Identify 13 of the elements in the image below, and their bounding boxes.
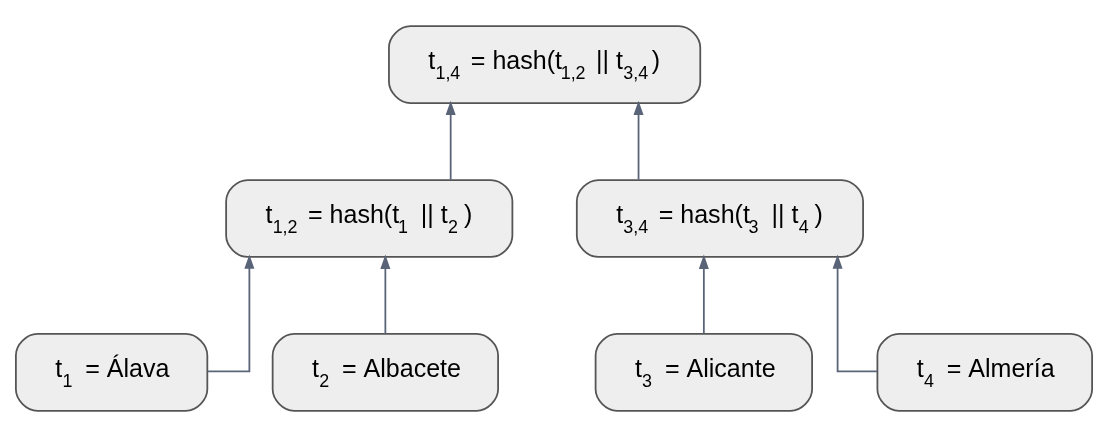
node-box: t$_{3}$ = Alicante [594,333,813,412]
arrow [698,254,709,335]
node-box: t$_{1}$ = Álava [15,333,209,412]
arrow [380,254,391,335]
arrow [207,254,255,373]
arrow [445,100,456,181]
arrow [633,100,644,181]
node-box: t$_{2}$ = Albacete [271,333,499,412]
node-box: t$_{1,2}$ = hash(t$_{1}$ || t$_{2}$) [225,179,514,258]
arrow [832,254,878,373]
node-box: t$_{3,4}$ = hash(t$_{3}$ || t$_{4}$) [575,179,864,258]
node-box: t$_{4}$ = Almería [876,333,1093,412]
node-box: t$_{1,4}$ = hash(t$_{1,2}$ || t$_{3,4}$) [388,25,702,104]
